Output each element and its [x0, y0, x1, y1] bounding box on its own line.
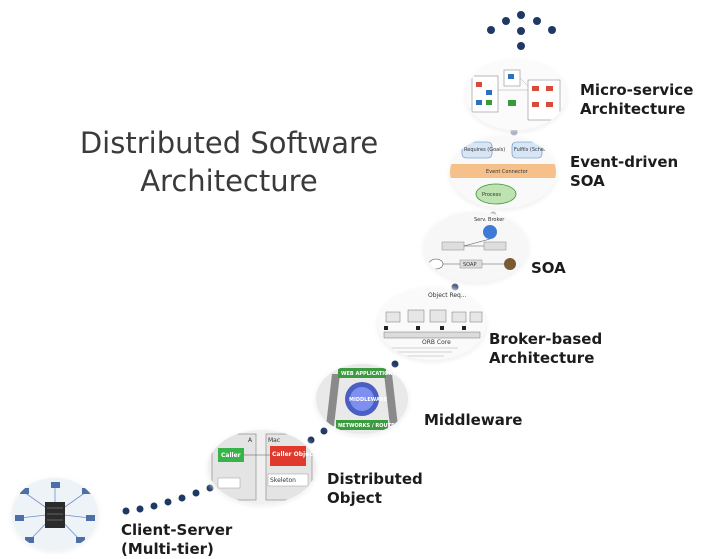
stage-label-line-1: SOA [531, 259, 566, 277]
obj-caller-label: Caller [221, 452, 241, 459]
soa-broker-label: Serv. Broker [474, 217, 505, 223]
stage-label-event-driven: Event-driven SOA [570, 153, 678, 191]
eda-process-label: Process [482, 192, 501, 198]
obj-skeleton-label: Skeleton [270, 477, 296, 484]
stage-label-line-2: Architecture [489, 349, 595, 367]
broker-core-label: ORB Core [422, 339, 451, 346]
broker-thumbnail: Object Req... ORB Core [378, 288, 486, 360]
stage-label-line-1: Distributed [327, 470, 423, 488]
stage-label-line-2: (Multi-tier) [121, 540, 214, 558]
obj-mac-label: Mac [268, 437, 280, 444]
microservice-thumbnail [466, 60, 566, 130]
stage-label-distributed-object: Distributed Object [327, 470, 423, 508]
stage-label-line-1: Client-Server [121, 521, 233, 539]
obj-a-label: A [248, 437, 253, 444]
title-line-1: Distributed Software [79, 126, 379, 160]
event-driven-thumbnail: Requires (Goals) Fulfils (Scheme) Event … [450, 136, 556, 208]
stage-label-soa: SOA [531, 259, 566, 278]
stage-label-line-1: Middleware [424, 411, 523, 429]
soa-thumbnail: Serv. Broker SOAP [424, 212, 528, 282]
middleware-thumbnail: WEB APPLICATIONS MIDDLEWARE NETWORKS / R… [316, 364, 408, 434]
client-server-thumbnail [12, 478, 98, 550]
eda-fulfils-label: Fulfils (Scheme) [514, 147, 554, 153]
middleware-core-label: MIDDLEWARE [349, 397, 388, 403]
page-title: Distributed Software Architecture [44, 124, 414, 200]
stage-label-client-server: Client-Server (Multi-tier) [121, 521, 232, 559]
soa-soap-label: SOAP [463, 262, 476, 268]
stage-label-line-2: SOA [570, 172, 605, 190]
stage-label-middleware: Middleware [424, 411, 522, 430]
distributed-object-thumbnail: A Caller Mac Caller Object Skeleton [208, 430, 316, 504]
title-line-2: Architecture [140, 164, 318, 198]
stage-label-line-1: Micro-service [580, 81, 694, 99]
obj-caller-object-label: Caller Object [272, 451, 316, 458]
stage-label-line-2: Architecture [580, 100, 686, 118]
middleware-bottom-label: NETWORKS / ROUTERS [338, 423, 402, 429]
stage-label-line-1: Broker-based [489, 330, 603, 348]
stage-label-broker: Broker-based Architecture [489, 330, 602, 368]
middleware-top-label: WEB APPLICATIONS [341, 371, 397, 377]
stage-label-line-2: Object [327, 489, 382, 507]
stage-label-microservice: Micro-service Architecture [580, 81, 693, 119]
stage-label-line-1: Event-driven [570, 153, 679, 171]
broker-header-label: Object Req... [428, 292, 467, 299]
eda-bus-label: Event Connector [486, 169, 529, 175]
eda-requires-label: Requires (Goals) [464, 147, 505, 153]
